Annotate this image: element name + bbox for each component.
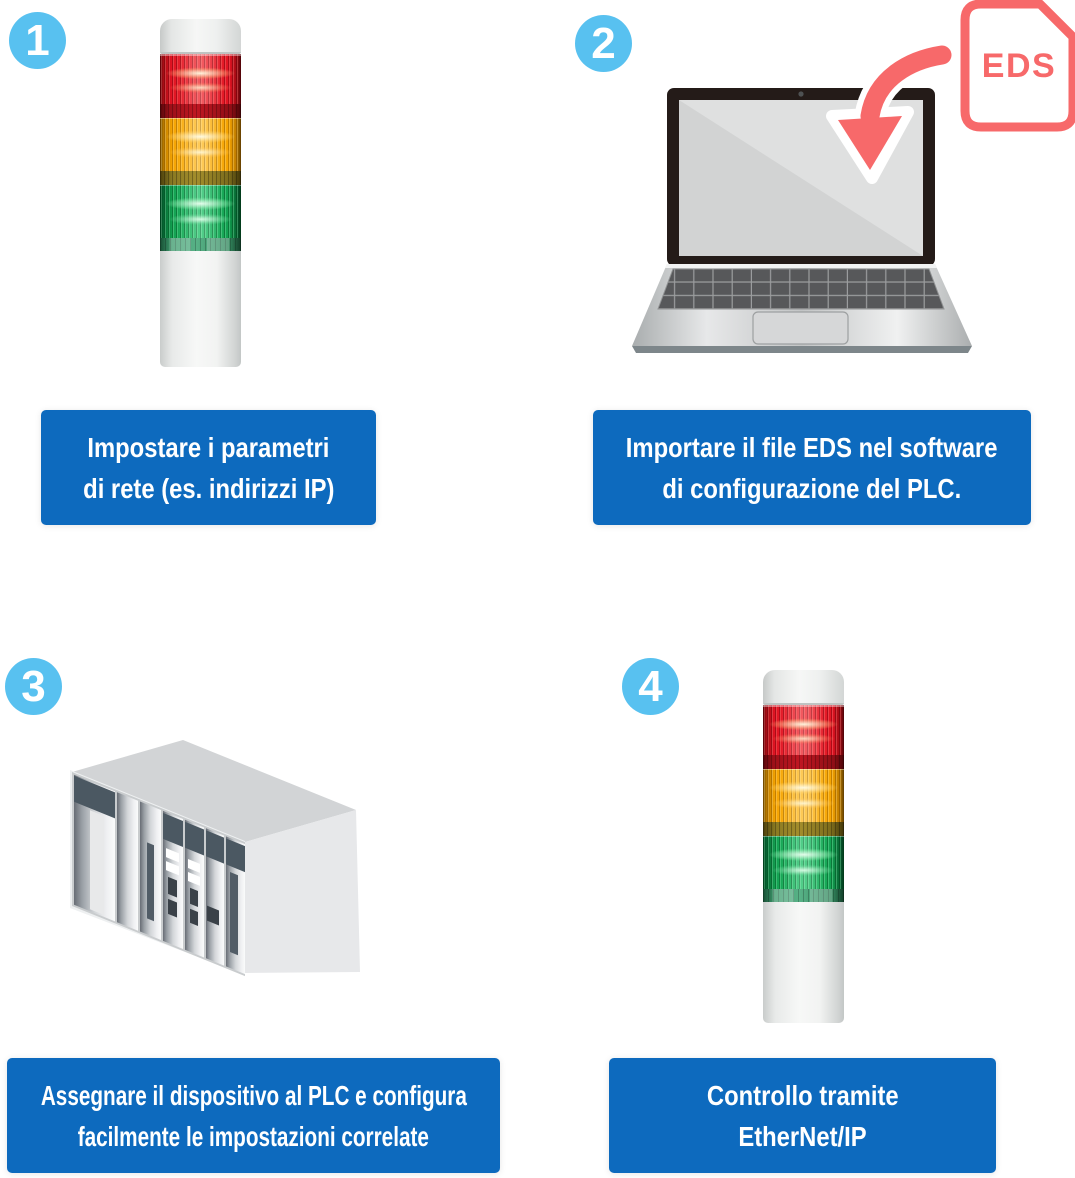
- tower-red-band: [160, 104, 241, 118]
- laptop-webcam-dot: [798, 91, 804, 97]
- tower-body: [763, 902, 844, 1023]
- tower-red-lens: [763, 705, 844, 755]
- laptop-base-edge: [632, 346, 972, 353]
- step-3-number-badge: 3: [5, 658, 62, 715]
- plc-right-face: [245, 810, 360, 973]
- signal-tower-icon: [160, 19, 241, 367]
- eds-file-icon: EDS: [960, 0, 1075, 132]
- tower-olive-band: [763, 822, 844, 836]
- plc-rack-icon: [70, 740, 360, 977]
- tower-cap: [763, 670, 844, 705]
- step-2-number-badge: 2: [575, 15, 632, 72]
- laptop-hinge-highlight: [665, 264, 937, 268]
- tower-amber-lens: [160, 118, 241, 171]
- caption-box-step-3: Assegnare il dispositivo al PLC e config…: [7, 1058, 500, 1173]
- caption-box-step-4: Controllo tramite EtherNet/IP: [609, 1058, 996, 1173]
- caption-box-step-2: Importare il file EDS nel software di co…: [593, 410, 1031, 525]
- caption-line: Importare il file EDS nel software: [626, 431, 998, 463]
- caption-line: Controllo tramite: [706, 1079, 899, 1111]
- plc-front-modules: [72, 772, 245, 977]
- caption-line: Assegnare il dispositivo al PLC e config…: [40, 1079, 467, 1111]
- import-arrow-icon: [826, 39, 958, 184]
- laptop-eds-illustration: EDS: [632, 0, 1075, 353]
- signal-tower-icon: [763, 670, 844, 1023]
- caption-line: di configurazione del PLC.: [662, 472, 962, 504]
- step-1-number-badge: 1: [9, 12, 66, 69]
- plc-top-face: [72, 740, 356, 842]
- tower-green-band: [763, 889, 844, 902]
- tower-body: [160, 251, 241, 367]
- tower-red-band: [763, 755, 844, 769]
- step-4-number-badge: 4: [622, 658, 679, 715]
- caption-box-step-1: Impostare i parametri di rete (es. indir…: [41, 410, 376, 525]
- laptop-icon: [632, 88, 972, 353]
- tower-green-lens: [763, 836, 844, 889]
- caption-line: EtherNet/IP: [738, 1120, 867, 1152]
- caption-line: facilmente le impostazioni correlate: [77, 1120, 430, 1152]
- tower-red-lens: [160, 54, 241, 104]
- laptop-keyboard: [657, 268, 945, 310]
- tower-green-band: [160, 238, 241, 251]
- tower-amber-lens: [763, 769, 844, 822]
- eds-file-label: EDS: [982, 47, 1056, 85]
- caption-line: di rete (es. indirizzi IP): [82, 472, 335, 504]
- laptop-trackpad: [752, 311, 849, 345]
- caption-line: Impostare i parametri: [87, 431, 330, 463]
- tower-cap: [160, 19, 241, 54]
- tower-olive-band: [160, 171, 241, 185]
- tower-green-lens: [160, 185, 241, 238]
